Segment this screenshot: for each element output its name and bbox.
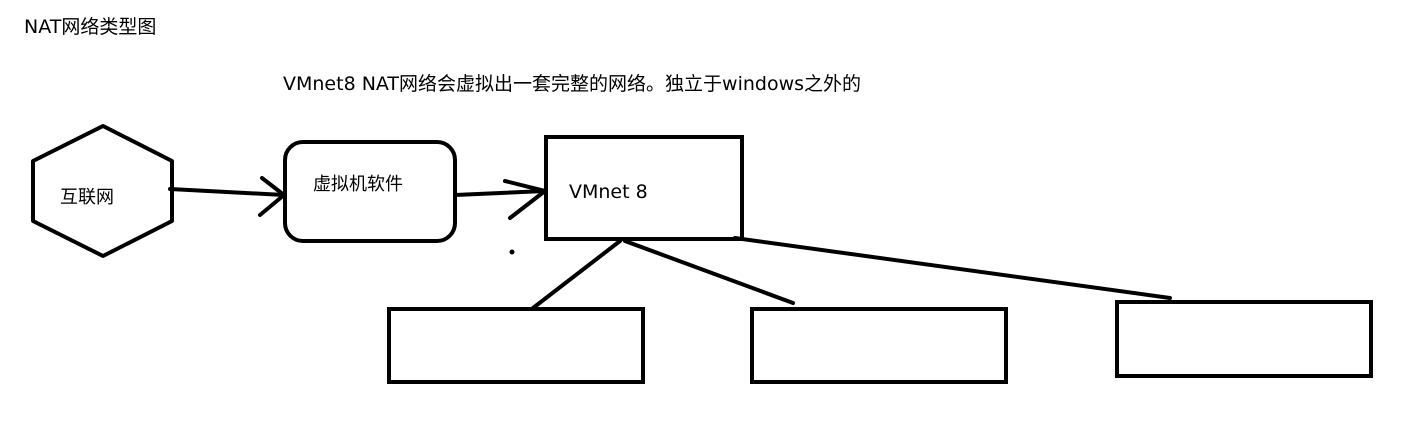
vmnet8-node: VMnet 8 [544,135,744,241]
host-3-box [1115,300,1373,378]
internet-node: 互联网 [31,124,174,258]
vmnet8-box [544,135,744,241]
host-2-node [750,307,1008,384]
arrow-vm-software-to-vmnet8 [453,179,547,220]
host-2-box [750,307,1008,384]
vm-software-box [283,140,457,243]
diagram-title: NAT网络类型图 [24,16,156,38]
internet-hexagon [31,124,174,258]
host-1-node [387,307,645,384]
diagram-description: VMnet8 NAT网络会虚拟出一套完整的网络。独立于windows之外的 [283,73,861,95]
host-1-box [387,307,645,384]
host-3-node [1115,300,1373,378]
link-vmnet8-to-host-2 [623,239,795,305]
vm-software-label: 虚拟机软件 [313,174,403,195]
stray-dot [509,249,515,255]
internet-label: 互联网 [60,187,114,208]
vmnet8-label: VMnet 8 [569,181,648,203]
link-vmnet8-to-host-3 [733,236,1172,300]
link-vmnet8-to-host-1 [531,239,622,310]
arrow-internet-to-vm-software [168,176,286,217]
vm-software-node: 虚拟机软件 [283,140,457,243]
